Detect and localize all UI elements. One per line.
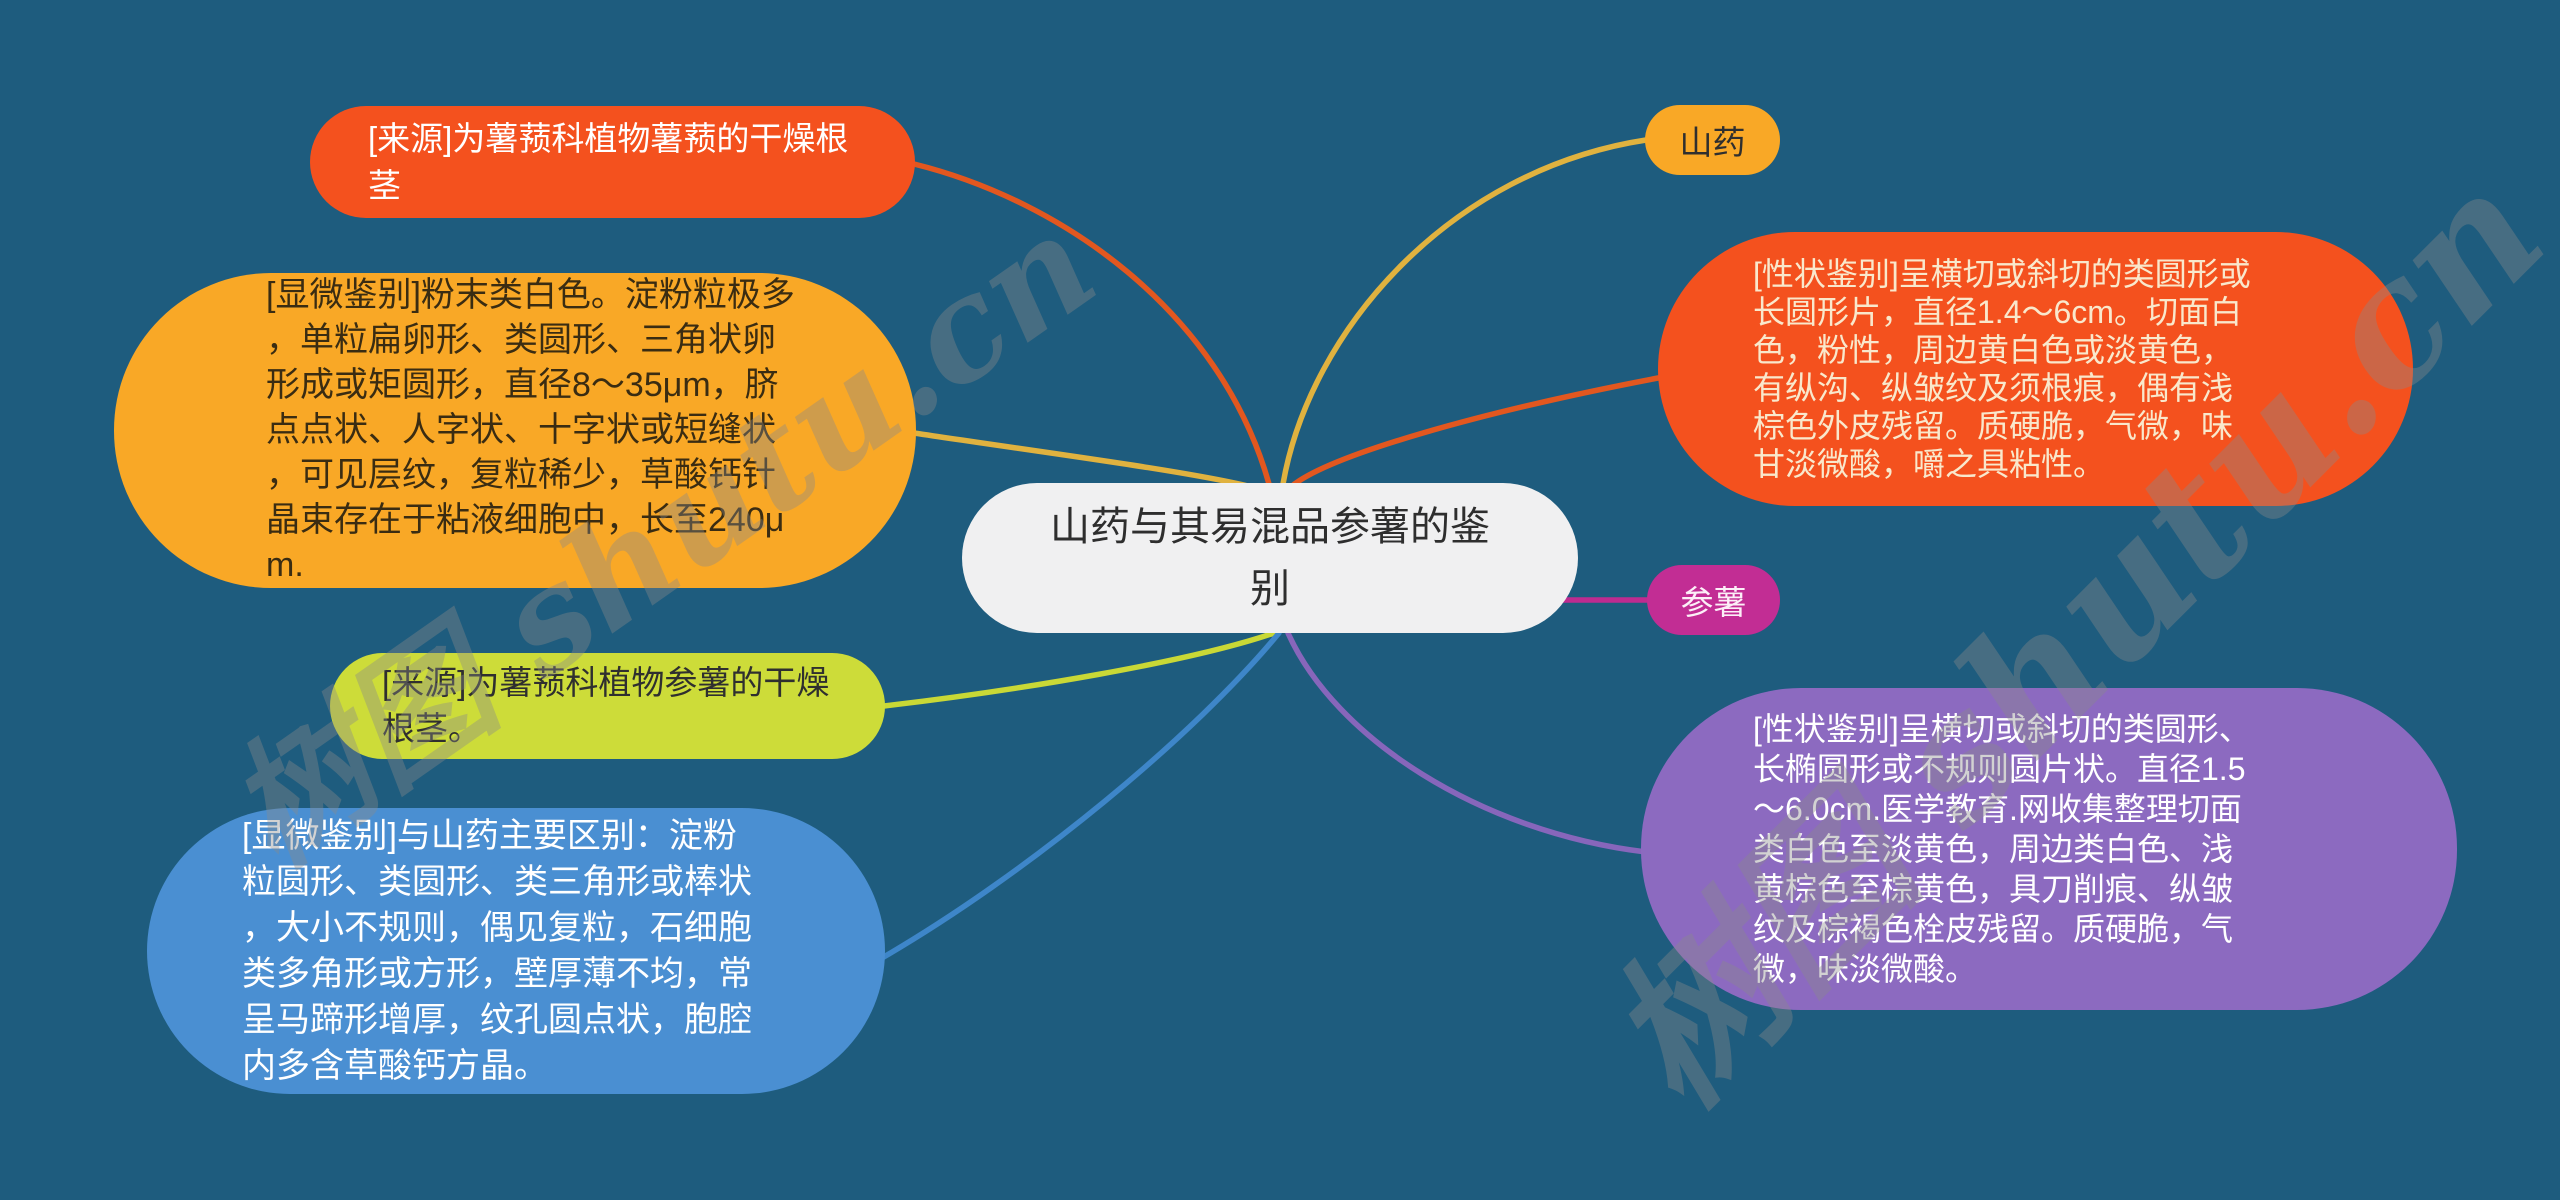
connector-censhu-micro [879, 630, 1282, 961]
shanyao-branch-label: 山药 [1679, 124, 1746, 161]
connector-shanyao-micro [911, 430, 1251, 489]
shanyao-origin-node[interactable]: [来源]为薯蓣科植物薯蓣的干燥根茎 [310, 106, 915, 218]
censhu-origin-text: [来源]为薯蓣科植物参薯的干燥根茎。 [382, 664, 830, 747]
connector-censhu-trait [1285, 630, 1649, 855]
censhu-branch-label: 参薯 [1680, 584, 1747, 621]
connector-censhu-origin [881, 630, 1277, 709]
censhu-branch-node[interactable]: 参薯 [1647, 565, 1780, 635]
shanyao-trait-node[interactable]: [性状鉴别]呈横切或斜切的类圆形或长圆形片，直径1.4～6cm。切面白色，粉性，… [1658, 232, 2413, 506]
censhu-trait-node[interactable]: [性状鉴别]呈横切或斜切的类圆形、长椭圆形或不规则圆片状。直径1.5～6.0cm… [1641, 688, 2457, 1010]
connector-shanyao-origin [911, 161, 1272, 487]
central-topic-text: 山药与其易混品参薯的鉴别 [1050, 505, 1490, 611]
central-topic-node[interactable]: 山药与其易混品参薯的鉴别 [962, 483, 1578, 633]
shanyao-microscopic-text: [显微鉴别]粉末类白色。淀粉粒极多，单粒扁卵形、类圆形、三角状卵形成或矩圆形，直… [266, 276, 795, 584]
shanyao-branch-node[interactable]: 山药 [1645, 105, 1780, 175]
censhu-microscopic-text: [显微鉴别]与山药主要区别：淀粉粒圆形、类圆形、类三角形或棒状，大小不规则，偶见… [242, 817, 752, 1085]
censhu-origin-node[interactable]: [来源]为薯蓣科植物参薯的干燥根茎。 [330, 653, 885, 759]
connector-shanyao-trait [1289, 375, 1661, 489]
connector-shanyao-label [1280, 137, 1649, 487]
censhu-microscopic-node[interactable]: [显微鉴别]与山药主要区别：淀粉粒圆形、类圆形、类三角形或棒状，大小不规则，偶见… [147, 808, 885, 1094]
shanyao-trait-text: [性状鉴别]呈横切或斜切的类圆形或长圆形片，直径1.4～6cm。切面白色，粉性，… [1753, 256, 2251, 482]
censhu-trait-text: [性状鉴别]呈横切或斜切的类圆形、长椭圆形或不规则圆片状。直径1.5～6.0cm… [1753, 711, 2251, 987]
shanyao-origin-text: [来源]为薯蓣科植物薯蓣的干燥根茎 [368, 120, 849, 204]
shanyao-microscopic-node[interactable]: [显微鉴别]粉末类白色。淀粉粒极多，单粒扁卵形、类圆形、三角状卵形成或矩圆形，直… [114, 273, 916, 588]
